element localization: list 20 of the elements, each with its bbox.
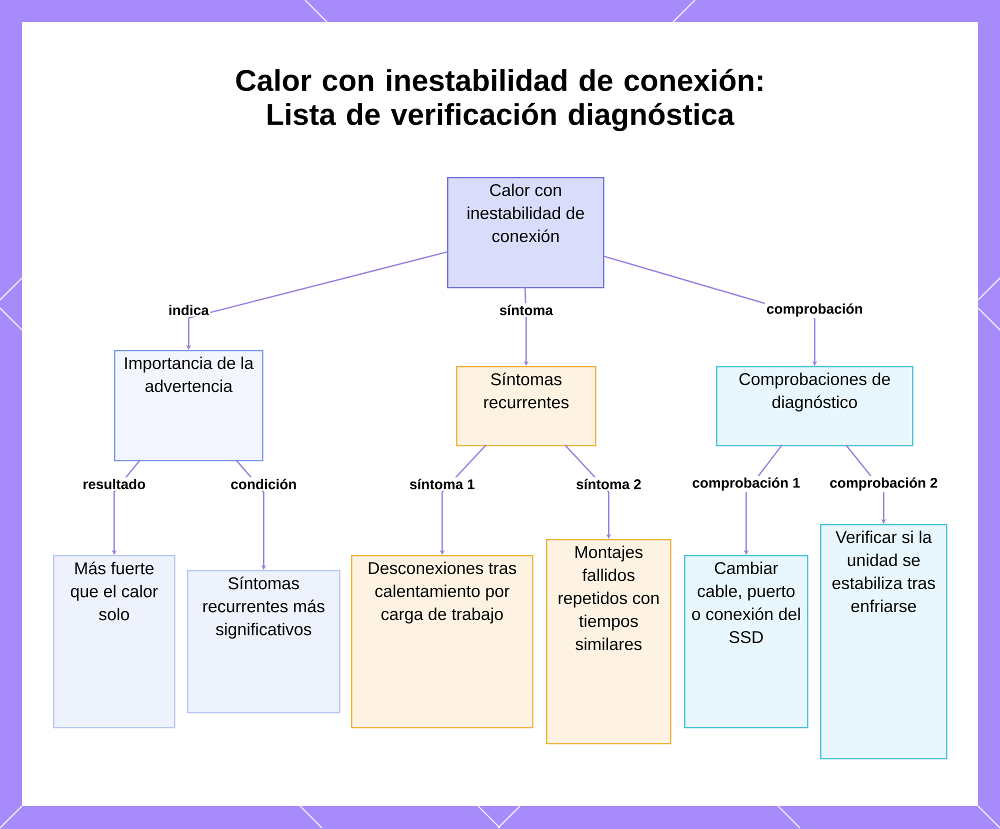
edge-label: resultado — [81, 477, 148, 491]
concept-box: Montajes fallidos repetidos con tiempos similares — [546, 539, 672, 744]
concept-box: Más fuerte que el calor solo — [53, 555, 176, 728]
concept-box: Calor con inestabilidad de conexión — [447, 177, 604, 288]
edge-label: síntoma 2 — [574, 477, 643, 491]
edge-label: condición — [229, 477, 298, 491]
concept-box: Importancia de la advertencia — [114, 350, 264, 462]
edge-label: comprobación — [764, 302, 864, 318]
edge-label: indica — [166, 303, 210, 317]
title: Calor con inestabilidad de conexión: Lista de verificación diagnóstica — [236, 68, 762, 132]
edge-label: comprobación 1 — [690, 476, 802, 492]
edge-label: síntoma 1 — [408, 477, 476, 491]
concept-box: Desconexiones tras calentamiento por carga de trabajo — [351, 555, 534, 728]
edge-label: síntoma — [498, 303, 554, 317]
concept-box: Síntomas recurrentes más significativos — [187, 570, 340, 714]
concept-box: Verificar si la unidad se estabiliza tras enfriarse — [820, 524, 948, 760]
concept-box: Cambiar cable, puerto o conexión del SSD — [684, 555, 808, 728]
concept-box: Síntomas recurrentes — [456, 366, 596, 446]
edge-label: comprobación 2 — [828, 476, 940, 492]
concept-box: Comprobaciones de diagnóstico — [716, 366, 914, 446]
